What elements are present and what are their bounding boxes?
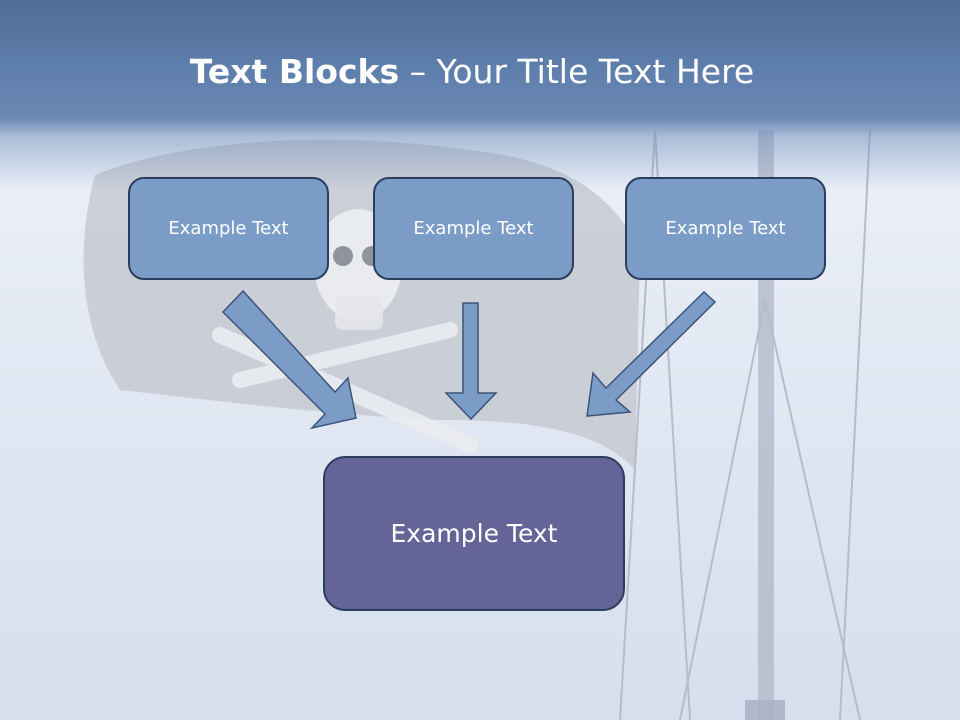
title-bold: Text Blocks xyxy=(189,52,400,91)
header-band xyxy=(0,0,960,190)
arrow-top-right xyxy=(586,290,717,417)
text-block-top-right[interactable]: Example Text xyxy=(625,177,826,280)
text-block-top-left[interactable]: Example Text xyxy=(128,177,329,280)
arrow-top-left xyxy=(221,289,357,430)
title-rest: – Your Title Text Here xyxy=(399,52,755,91)
text-block-top-center[interactable]: Example Text xyxy=(373,177,574,280)
arrow-top-center xyxy=(444,302,498,421)
slide-title: Text Blocks – Your Title Text Here xyxy=(0,52,944,91)
text-block-bottom[interactable]: Example Text xyxy=(323,456,625,611)
